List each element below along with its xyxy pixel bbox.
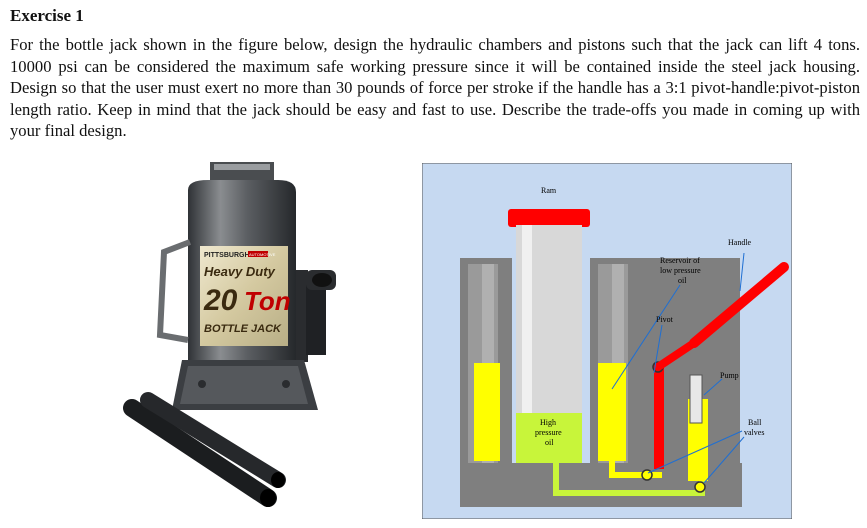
label-handle: Handle [728,238,752,247]
label-high-3: oil [545,438,554,447]
bottle-jack-photo: PITTSBURGH AUTOMOTIVE Heavy Duty 20 Ton … [123,162,336,507]
label-pump: Pump [720,371,739,380]
label-pivot: Pivot [656,315,674,324]
exercise-text: For the bottle jack shown in the figure … [10,35,860,140]
high-pressure-oil [516,413,582,463]
label-reservoir-1: Reservoir of [660,256,700,265]
leader-lines [611,252,745,484]
handle-arm [689,262,789,348]
pump-piston [689,374,703,424]
ram-head [508,209,590,227]
handle-link [655,339,697,371]
label-high-1: High [540,418,556,427]
hydraulic-diagram: Ram Handle Reservoir of low pressure oil… [422,163,792,519]
pivot-post [654,363,664,469]
jack-label [200,246,288,346]
reservoir-oil-left [474,363,500,461]
label-ball-2: valves [744,428,764,437]
handle-bar-2 [140,392,286,488]
exercise-title: Exercise 1 [10,6,84,25]
handle-bar-1 [123,399,277,507]
label-ball-1: Ball [748,418,762,427]
label-reservoir-2: low pressure [660,266,701,275]
label-high-2: pressure [535,428,562,437]
ball-valve-2 [694,481,706,493]
jack-carry-handle [156,239,192,343]
product-text: BOTTLE JACK [204,323,282,335]
label-reservoir-3: oil [678,276,687,285]
label-ram: Ram [541,186,557,195]
unit-text: Ton [244,286,291,316]
brand-text: PITTSBURGH [204,252,250,259]
heavy-duty-text: Heavy Duty [204,264,276,279]
capacity-text: 20 [203,284,238,317]
reservoir-oil-right [598,363,626,461]
brand-tag: AUTOMOTIVE [249,252,276,257]
